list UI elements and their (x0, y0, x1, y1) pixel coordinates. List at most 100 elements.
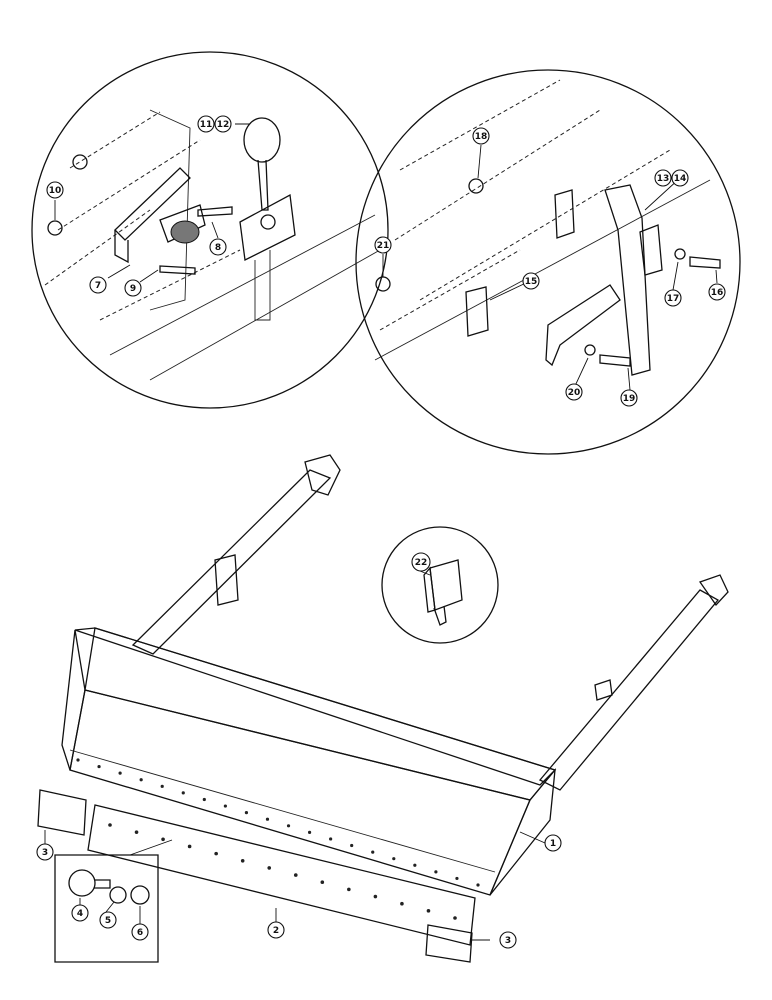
callout-7: 7 (89, 276, 107, 294)
frame-edge-right (374, 179, 711, 361)
blade-bolt-hole (97, 764, 101, 769)
svg-text:15: 15 (525, 277, 538, 287)
lockwasher-5 (109, 886, 127, 904)
detail-circle-left (31, 51, 389, 409)
nut-10b (47, 220, 63, 236)
svg-text:14: 14 (674, 174, 687, 184)
skid-shoe-arm (545, 284, 621, 367)
callout-17: 17 (664, 289, 682, 307)
blade-bolt-hole (76, 758, 80, 762)
svg-text:3: 3 (42, 848, 48, 858)
edge-bolt-hole (293, 873, 298, 877)
edge-bolt-hole (108, 823, 112, 827)
blade-bolt-hole (202, 797, 206, 802)
leader-22 (419, 570, 431, 576)
blade-bolt-hole (139, 778, 143, 782)
end-bit-3-left (37, 789, 87, 836)
leader-hardware (129, 839, 173, 856)
dozer-blade-assembly: 1 2 3 3 4 5 6 (36, 454, 729, 963)
cutting-edge-2 (87, 804, 476, 946)
detail-view-clevis: 22 (381, 526, 499, 644)
leaders-right (382, 144, 718, 391)
svg-text:19: 19 (623, 394, 636, 404)
leaders-left (54, 123, 250, 283)
bolt-8 (197, 206, 233, 217)
push-arm-left (131, 469, 332, 655)
svg-text:21: 21 (377, 241, 390, 251)
blade-bolt-line (69, 749, 496, 873)
blade-bolt-hole (118, 771, 122, 775)
mounting-bracket (114, 167, 191, 241)
svg-text:12: 12 (217, 120, 230, 130)
clevis-tab (433, 605, 447, 626)
push-arm-left-end (304, 454, 341, 496)
blade-bolt-hole (223, 804, 227, 808)
nut-21 (375, 276, 391, 292)
callout-5: 5 (99, 911, 117, 929)
edge-bolt-hole (426, 909, 431, 913)
plow-bolt-4 (68, 869, 96, 897)
blade-bolt-hole (160, 784, 164, 788)
blade-bolt-hole (265, 817, 270, 821)
callout-6: 6 (131, 923, 149, 941)
svg-text:10: 10 (49, 186, 62, 196)
svg-text:18: 18 (475, 132, 488, 142)
callout-8: 8 (209, 238, 227, 256)
leaders-main (44, 830, 546, 941)
hitch-pin-body (159, 204, 206, 243)
blade-bolt-hole (392, 857, 396, 861)
edge-bolt-hole (400, 901, 404, 906)
pin-shaft (257, 159, 269, 211)
svg-text:2: 2 (273, 926, 279, 936)
svg-text:8: 8 (215, 243, 221, 253)
svg-text:22: 22 (415, 558, 428, 568)
blade-bolt-hole (286, 824, 291, 828)
callout-20: 20 (565, 383, 583, 401)
callout-16: 16 (708, 283, 726, 301)
skid-shoe-tab (639, 224, 663, 276)
callout-10: 10 (46, 181, 64, 199)
clevis-block (429, 559, 463, 611)
callout-9: 9 (124, 279, 142, 297)
blade-moldboard-lower (69, 689, 531, 896)
frame-plate (149, 109, 191, 311)
blade-bolt-hole (434, 870, 438, 874)
svg-text:3: 3 (505, 936, 511, 946)
hidden-lines-right (379, 79, 671, 331)
detail-view-hitch-pin: 10 11 12 8 7 9 (31, 51, 389, 409)
end-bit-3-right (425, 924, 473, 963)
blade-end-left (61, 629, 86, 771)
nut-6 (130, 885, 150, 905)
bolt-holes (76, 758, 480, 920)
washer-20 (584, 344, 596, 356)
blade-bolt-hole (244, 811, 249, 815)
edge-bolt-hole (373, 894, 378, 899)
callout-15: 15 (522, 272, 540, 290)
svg-text:17: 17 (667, 294, 680, 304)
svg-text:5: 5 (105, 916, 111, 926)
callout-1: 1 (544, 834, 562, 852)
nut-18 (468, 178, 484, 194)
bolt-9 (159, 265, 196, 275)
edge-bolt-hole (267, 866, 272, 870)
svg-text:7: 7 (95, 281, 101, 291)
blade-bolt-hole (371, 850, 375, 854)
push-arm-right-end (698, 574, 729, 607)
blade-bolt-hole (413, 863, 417, 867)
edge-bolt-hole (161, 837, 165, 842)
frame-edge (109, 214, 381, 381)
callout-14: 14 (671, 169, 689, 187)
detail-circle-right (355, 69, 741, 455)
edge-bolt-hole (187, 844, 192, 849)
hardware-detail-box (54, 854, 159, 963)
blade-bolt-hole (307, 830, 312, 834)
push-arm-right (538, 589, 720, 791)
callout-19: 19 (620, 389, 638, 407)
callout-3-right: 3 (499, 931, 517, 949)
svg-text:11: 11 (200, 120, 213, 130)
callout-2: 2 (267, 921, 285, 939)
wear-plate-15 (465, 286, 489, 337)
pin-hole (260, 214, 276, 230)
svg-text:4: 4 (77, 909, 83, 919)
